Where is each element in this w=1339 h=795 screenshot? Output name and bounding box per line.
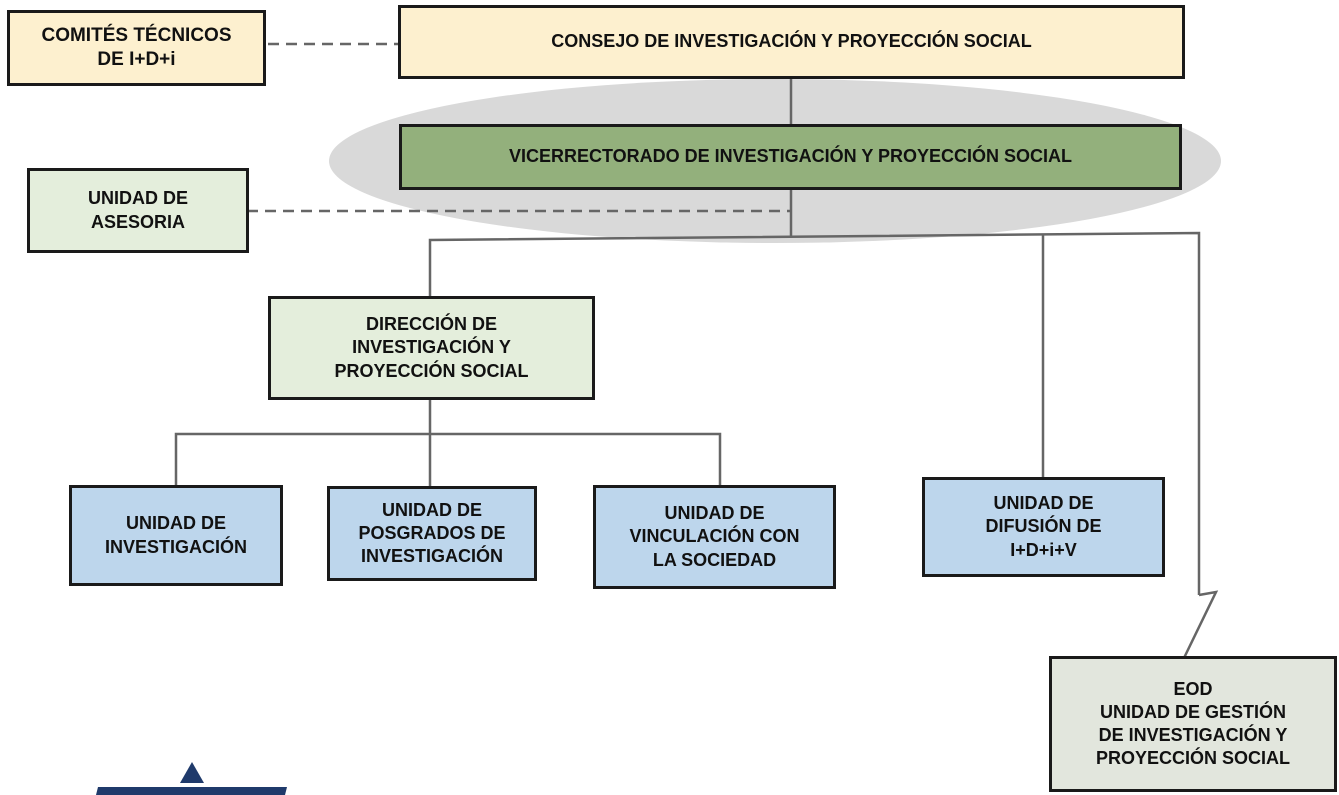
node-eod-label: EOD UNIDAD DE GESTIÓN DE INVESTIGACIÓN Y…	[1095, 678, 1291, 769]
node-consejo: CONSEJO DE INVESTIGACIÓN Y PROYECCIÓN SO…	[398, 5, 1185, 79]
node-asesoria-label: UNIDAD DE ASESORIA	[87, 188, 188, 232]
node-posgrados-label: UNIDAD DE POSGRADOS DE INVESTIGACIÓN	[358, 499, 506, 567]
link-eod-broken	[1182, 590, 1219, 659]
node-difusion: UNIDAD DE DIFUSIÓN DE I+D+i+V	[922, 477, 1165, 577]
node-investigacion-label: UNIDAD DE INVESTIGACIÓN	[104, 513, 247, 557]
node-vinculacion: UNIDAD DE VINCULACIÓN CON LA SOCIEDAD	[593, 485, 836, 589]
node-direccion-label: DIRECCIÓN DE INVESTIGACIÓN Y PROYECCIÓN …	[334, 314, 529, 381]
node-consejo-label: CONSEJO DE INVESTIGACIÓN Y PROYECCIÓN SO…	[551, 31, 1032, 52]
node-vicerrectorado: VICERRECTORADO DE INVESTIGACIÓN Y PROYEC…	[399, 124, 1182, 190]
node-vicerrectorado-label: VICERRECTORADO DE INVESTIGACIÓN Y PROYEC…	[508, 146, 1073, 167]
link-units-horizontal	[174, 432, 722, 486]
node-comites: COMITÉS TÉCNICOS DE I+D+i	[7, 10, 266, 86]
node-investigacion: UNIDAD DE INVESTIGACIÓN	[69, 485, 283, 586]
node-direccion: DIRECCIÓN DE INVESTIGACIÓN Y PROYECCIÓN …	[268, 296, 595, 400]
node-asesoria: UNIDAD DE ASESORIA	[27, 168, 249, 253]
node-comites-label: COMITÉS TÉCNICOS DE I+D+i	[41, 24, 232, 70]
node-vinculacion-label: UNIDAD DE VINCULACIÓN CON LA SOCIEDAD	[629, 503, 800, 570]
node-difusion-label: UNIDAD DE DIFUSIÓN DE I+D+i+V	[985, 493, 1102, 560]
link-main-horizontal	[428, 231, 1201, 595]
node-posgrados: UNIDAD DE POSGRADOS DE INVESTIGACIÓN	[327, 486, 537, 581]
node-eod: EOD UNIDAD DE GESTIÓN DE INVESTIGACIÓN Y…	[1049, 656, 1337, 792]
